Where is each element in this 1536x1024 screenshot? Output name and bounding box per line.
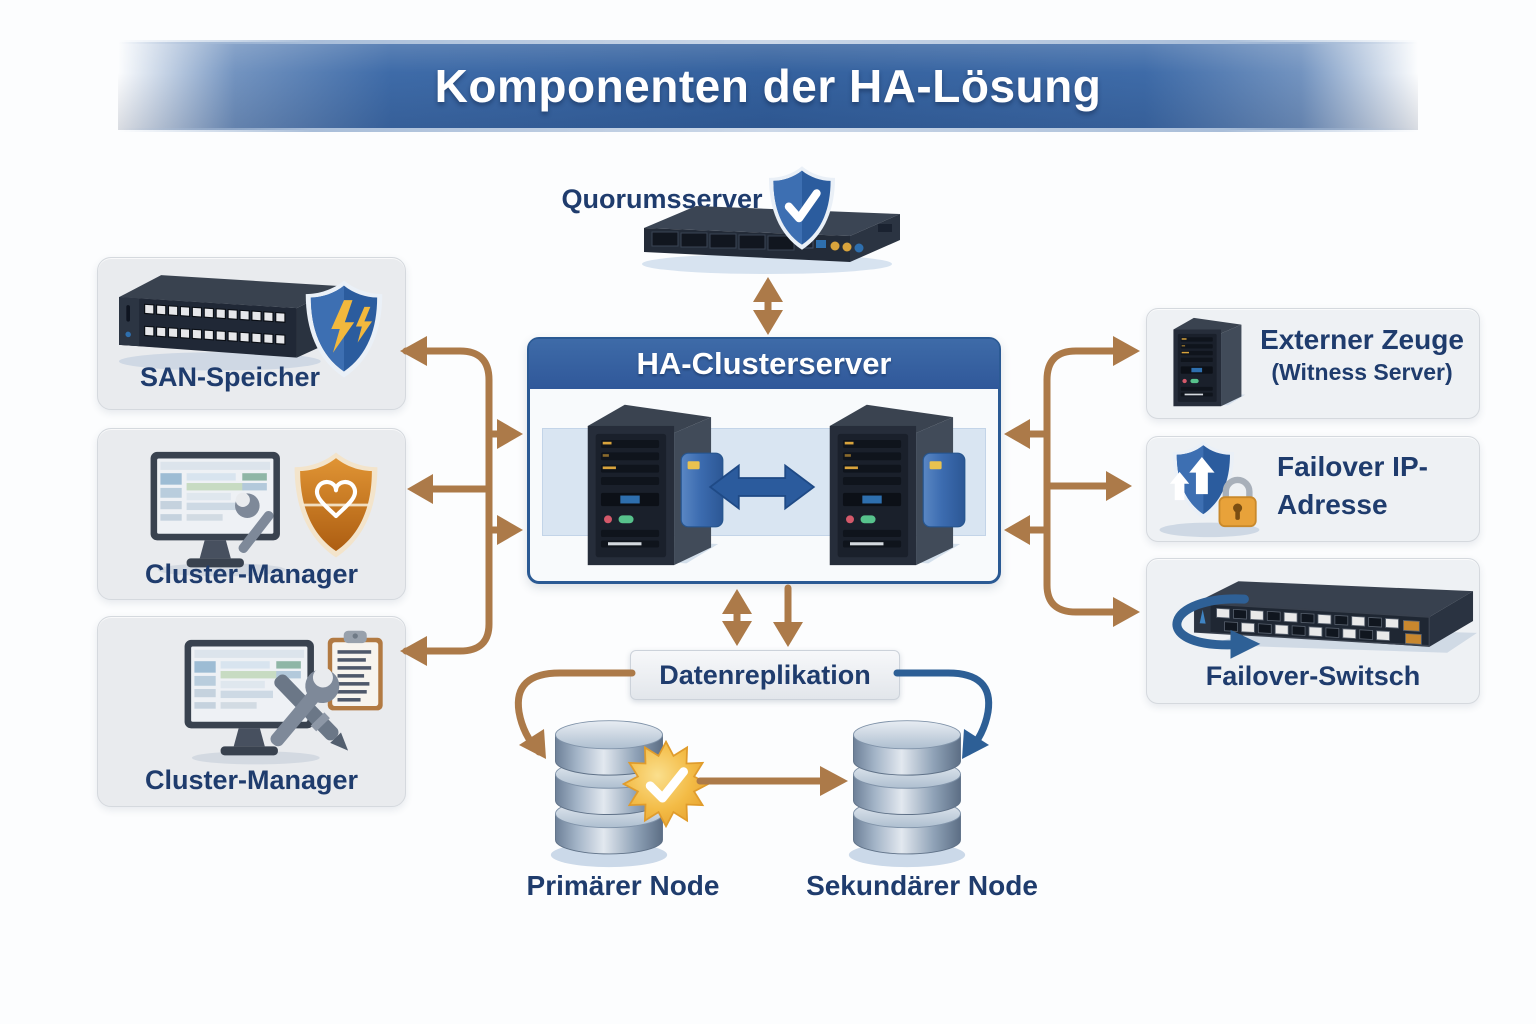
wrench-icon (235, 492, 274, 553)
secondary-db-icon (846, 712, 968, 872)
lightning-shield-icon (300, 278, 388, 380)
san-label: SAN-Speicher (139, 362, 321, 392)
failover-switch-label: Failover-Switsch (1205, 661, 1421, 691)
network-switch-icon (1172, 581, 1477, 659)
card-cluster-manager-2: Cluster-Manager (97, 616, 406, 807)
cluster-title: HA-Clusterserver (529, 339, 999, 389)
witness-label: Externer Zeuge (Witness Server) (1251, 323, 1473, 389)
clipboard-icon (327, 630, 383, 711)
rack-server-icon (642, 206, 900, 274)
card-cluster-manager-1: Cluster-Manager (97, 428, 406, 600)
sync-arrow-icon (708, 463, 816, 511)
nic-card-right-icon (920, 443, 968, 537)
card-san-speicher: SAN-Speicher (97, 257, 406, 410)
title-banner: Komponenten der HA-Lösung (118, 40, 1418, 132)
card-witness: Externer Zeuge (Witness Server) (1146, 308, 1480, 419)
failover-ip-label: Failover IP- Adresse (1277, 448, 1473, 524)
witness-line2: (Witness Server) (1271, 359, 1453, 385)
secondary-node-label: Sekundärer Node (806, 870, 1038, 901)
witness-line1: Externer Zeuge (1260, 324, 1464, 355)
replication-label: Datenreplikation (659, 659, 871, 690)
replication-box: Datenreplikation (630, 650, 900, 700)
cluster-manager-1-label: Cluster-Manager (144, 559, 359, 589)
failover-ip-line2: Adresse (1277, 489, 1388, 520)
crossed-tools-icon (270, 667, 349, 751)
shield-up-arrows-icon (1159, 439, 1260, 538)
tower-server-icon (1161, 313, 1249, 415)
right-trunk-line (1043, 347, 1134, 616)
card-failover-ip: Failover IP- Adresse (1146, 436, 1480, 542)
padlock-icon (1218, 476, 1257, 528)
check-badge-icon (622, 740, 710, 828)
left-trunk-line (402, 347, 493, 655)
cycle-arrow-icon (1172, 594, 1261, 659)
shield-check-icon (762, 164, 842, 252)
heart-shield-icon (294, 452, 378, 558)
card-failover-switch: Failover-Switsch (1146, 558, 1480, 704)
primary-node-label: Primärer Node (526, 870, 720, 901)
page-title: Komponenten der HA-Lösung (434, 60, 1102, 112)
failover-ip-line1: Failover IP- (1277, 451, 1428, 482)
cluster-manager-2-label: Cluster-Manager (144, 765, 359, 795)
